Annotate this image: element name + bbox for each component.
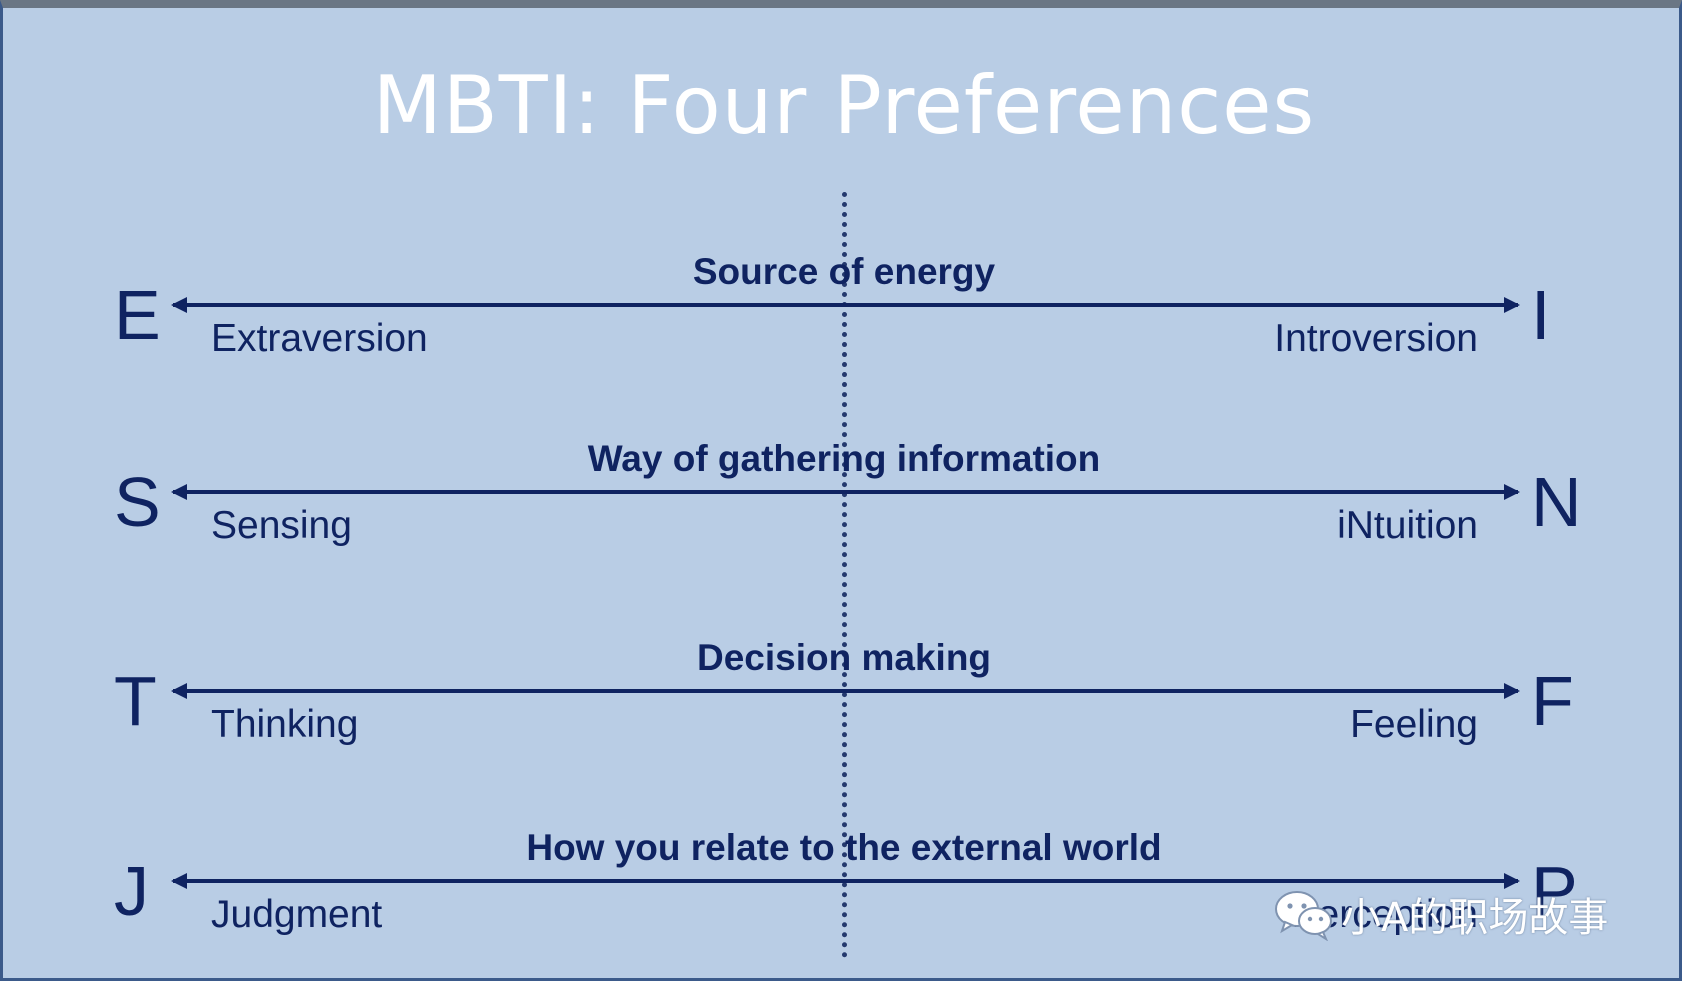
arrow-right-head — [1504, 297, 1520, 313]
arrow-left-head — [171, 683, 187, 699]
slide-title: MBTI: Four Preferences — [372, 59, 1316, 152]
right-pole-letter: I — [1531, 276, 1551, 354]
right-pole-label: Feeling — [1350, 703, 1478, 746]
wechat-icon — [1273, 887, 1335, 942]
right-pole-letter: F — [1531, 662, 1574, 740]
left-pole-label: Judgment — [211, 893, 383, 936]
right-pole-letter: N — [1531, 463, 1582, 541]
dimension-heading: Decision making — [696, 637, 992, 678]
left-pole-letter: T — [114, 662, 157, 740]
double-arrow — [171, 873, 1520, 889]
double-arrow — [171, 683, 1520, 699]
dimension-heading: Way of gathering information — [587, 438, 1101, 479]
dimension-heading: Source of energy — [692, 251, 996, 292]
left-pole-letter: J — [114, 852, 149, 930]
left-pole-label: Extraversion — [211, 317, 428, 360]
arrow-left-head — [171, 484, 187, 500]
center-divider — [842, 192, 847, 958]
arrow-right-head — [1504, 683, 1520, 699]
arrow-right-head — [1504, 873, 1520, 889]
left-pole-letter: S — [114, 463, 161, 541]
preference-row-information: Way of gathering information S Sensing i… — [3, 437, 1682, 567]
preference-row-energy: Source of energy E Extraversion Introver… — [3, 250, 1682, 380]
arrow-right-head — [1504, 484, 1520, 500]
left-pole-letter: E — [114, 276, 161, 354]
arrow-left-head — [171, 297, 187, 313]
right-pole-letter: P — [1531, 852, 1578, 930]
double-arrow — [171, 484, 1520, 500]
left-pole-label: Thinking — [211, 703, 359, 746]
arrow-left-head — [171, 873, 187, 889]
watermark: 小A的职场故事 — [1273, 884, 1608, 944]
double-arrow — [171, 297, 1520, 313]
dimension-heading: How you relate to the external world — [526, 827, 1162, 868]
right-pole-label: iNtuition — [1337, 504, 1478, 547]
right-pole-label: Introversion — [1274, 317, 1478, 360]
watermark-text: 小A的职场故事 — [1341, 895, 1609, 941]
left-pole-label: Sensing — [211, 504, 352, 547]
preference-row-decision: Decision making T Thinking Feeling F — [3, 636, 1682, 766]
